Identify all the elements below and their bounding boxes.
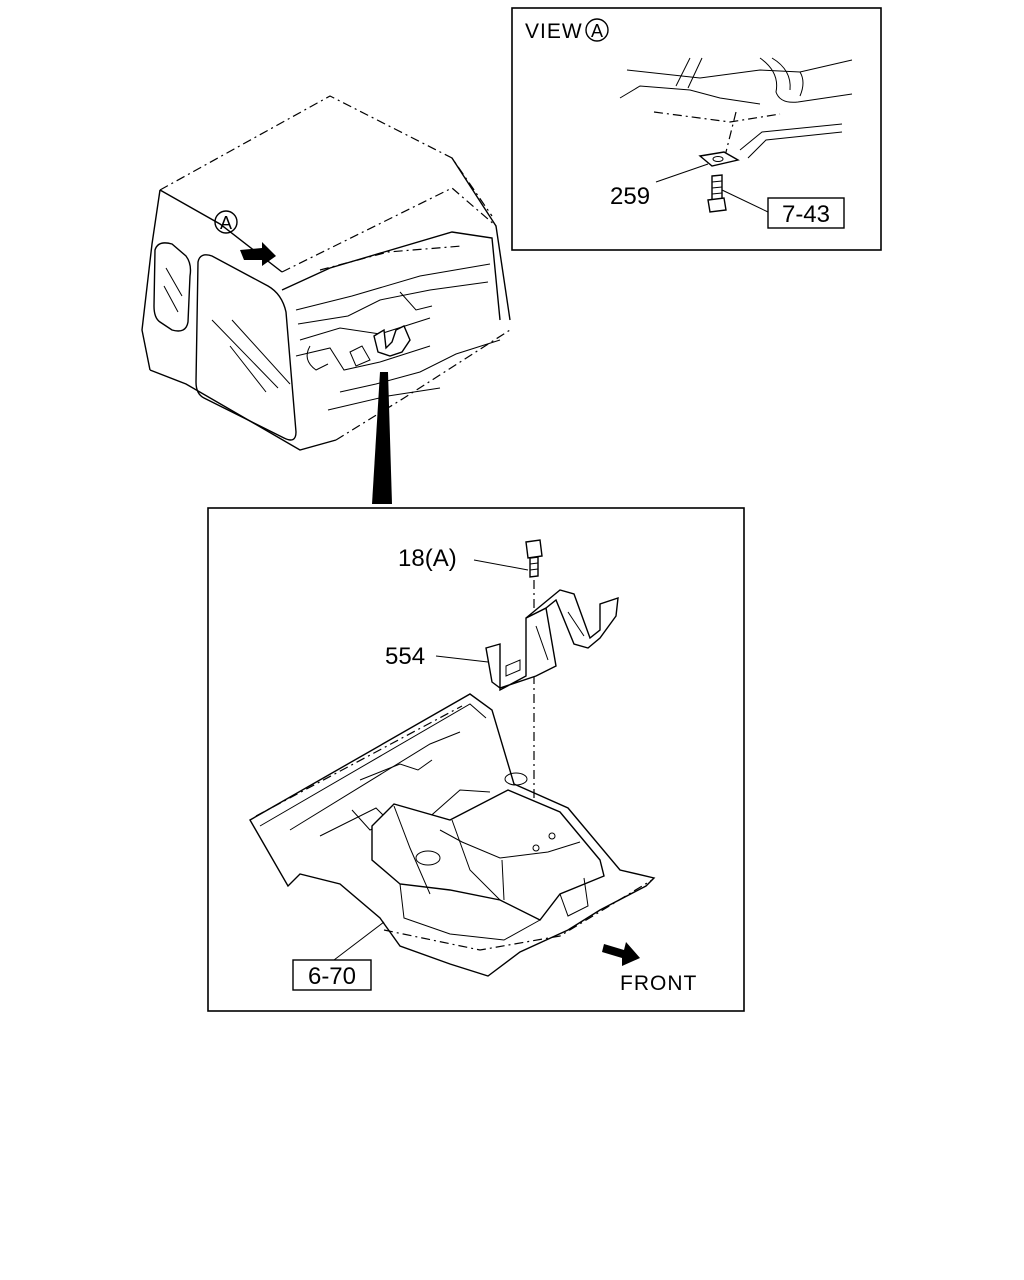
leader-6-70 xyxy=(333,921,385,961)
detail-pointer xyxy=(372,372,392,504)
cab-view-marker: A xyxy=(220,213,232,233)
ref-box-7-43 xyxy=(767,197,845,229)
ref-box-6-70 xyxy=(292,959,372,991)
leader-18a xyxy=(473,559,529,571)
view-a-label: VIEW xyxy=(525,20,583,43)
cab-view-arrow: A xyxy=(214,210,276,266)
part-label-18a: 18(A) xyxy=(398,545,457,572)
view-a-frame xyxy=(511,7,882,251)
leader-7-43 xyxy=(721,189,769,213)
svg-text:A: A xyxy=(591,21,603,41)
ref-label-7-43: 7-43 xyxy=(782,201,830,228)
detail-frame-group: 18(A) 554 xyxy=(207,507,745,1012)
leader-259 xyxy=(655,163,709,183)
part-label-554: 554 xyxy=(385,643,425,670)
ref-label-6-70: 6-70 xyxy=(308,963,356,990)
roof-panel-drawing xyxy=(619,57,853,213)
bolt-18a-drawing xyxy=(525,539,543,578)
part-label-259: 259 xyxy=(610,183,650,210)
floor-panel-drawing xyxy=(249,693,656,977)
leader-554 xyxy=(435,655,489,663)
view-a-inset: VIEW A 259 xyxy=(511,7,882,251)
front-label: FRONT xyxy=(620,972,697,995)
cab-overview-drawing: A xyxy=(141,95,511,504)
detail-frame xyxy=(207,507,745,1012)
bracket-554-drawing xyxy=(485,589,619,692)
view-a-circle-marker: A xyxy=(585,18,609,42)
front-arrow-icon xyxy=(602,942,640,966)
